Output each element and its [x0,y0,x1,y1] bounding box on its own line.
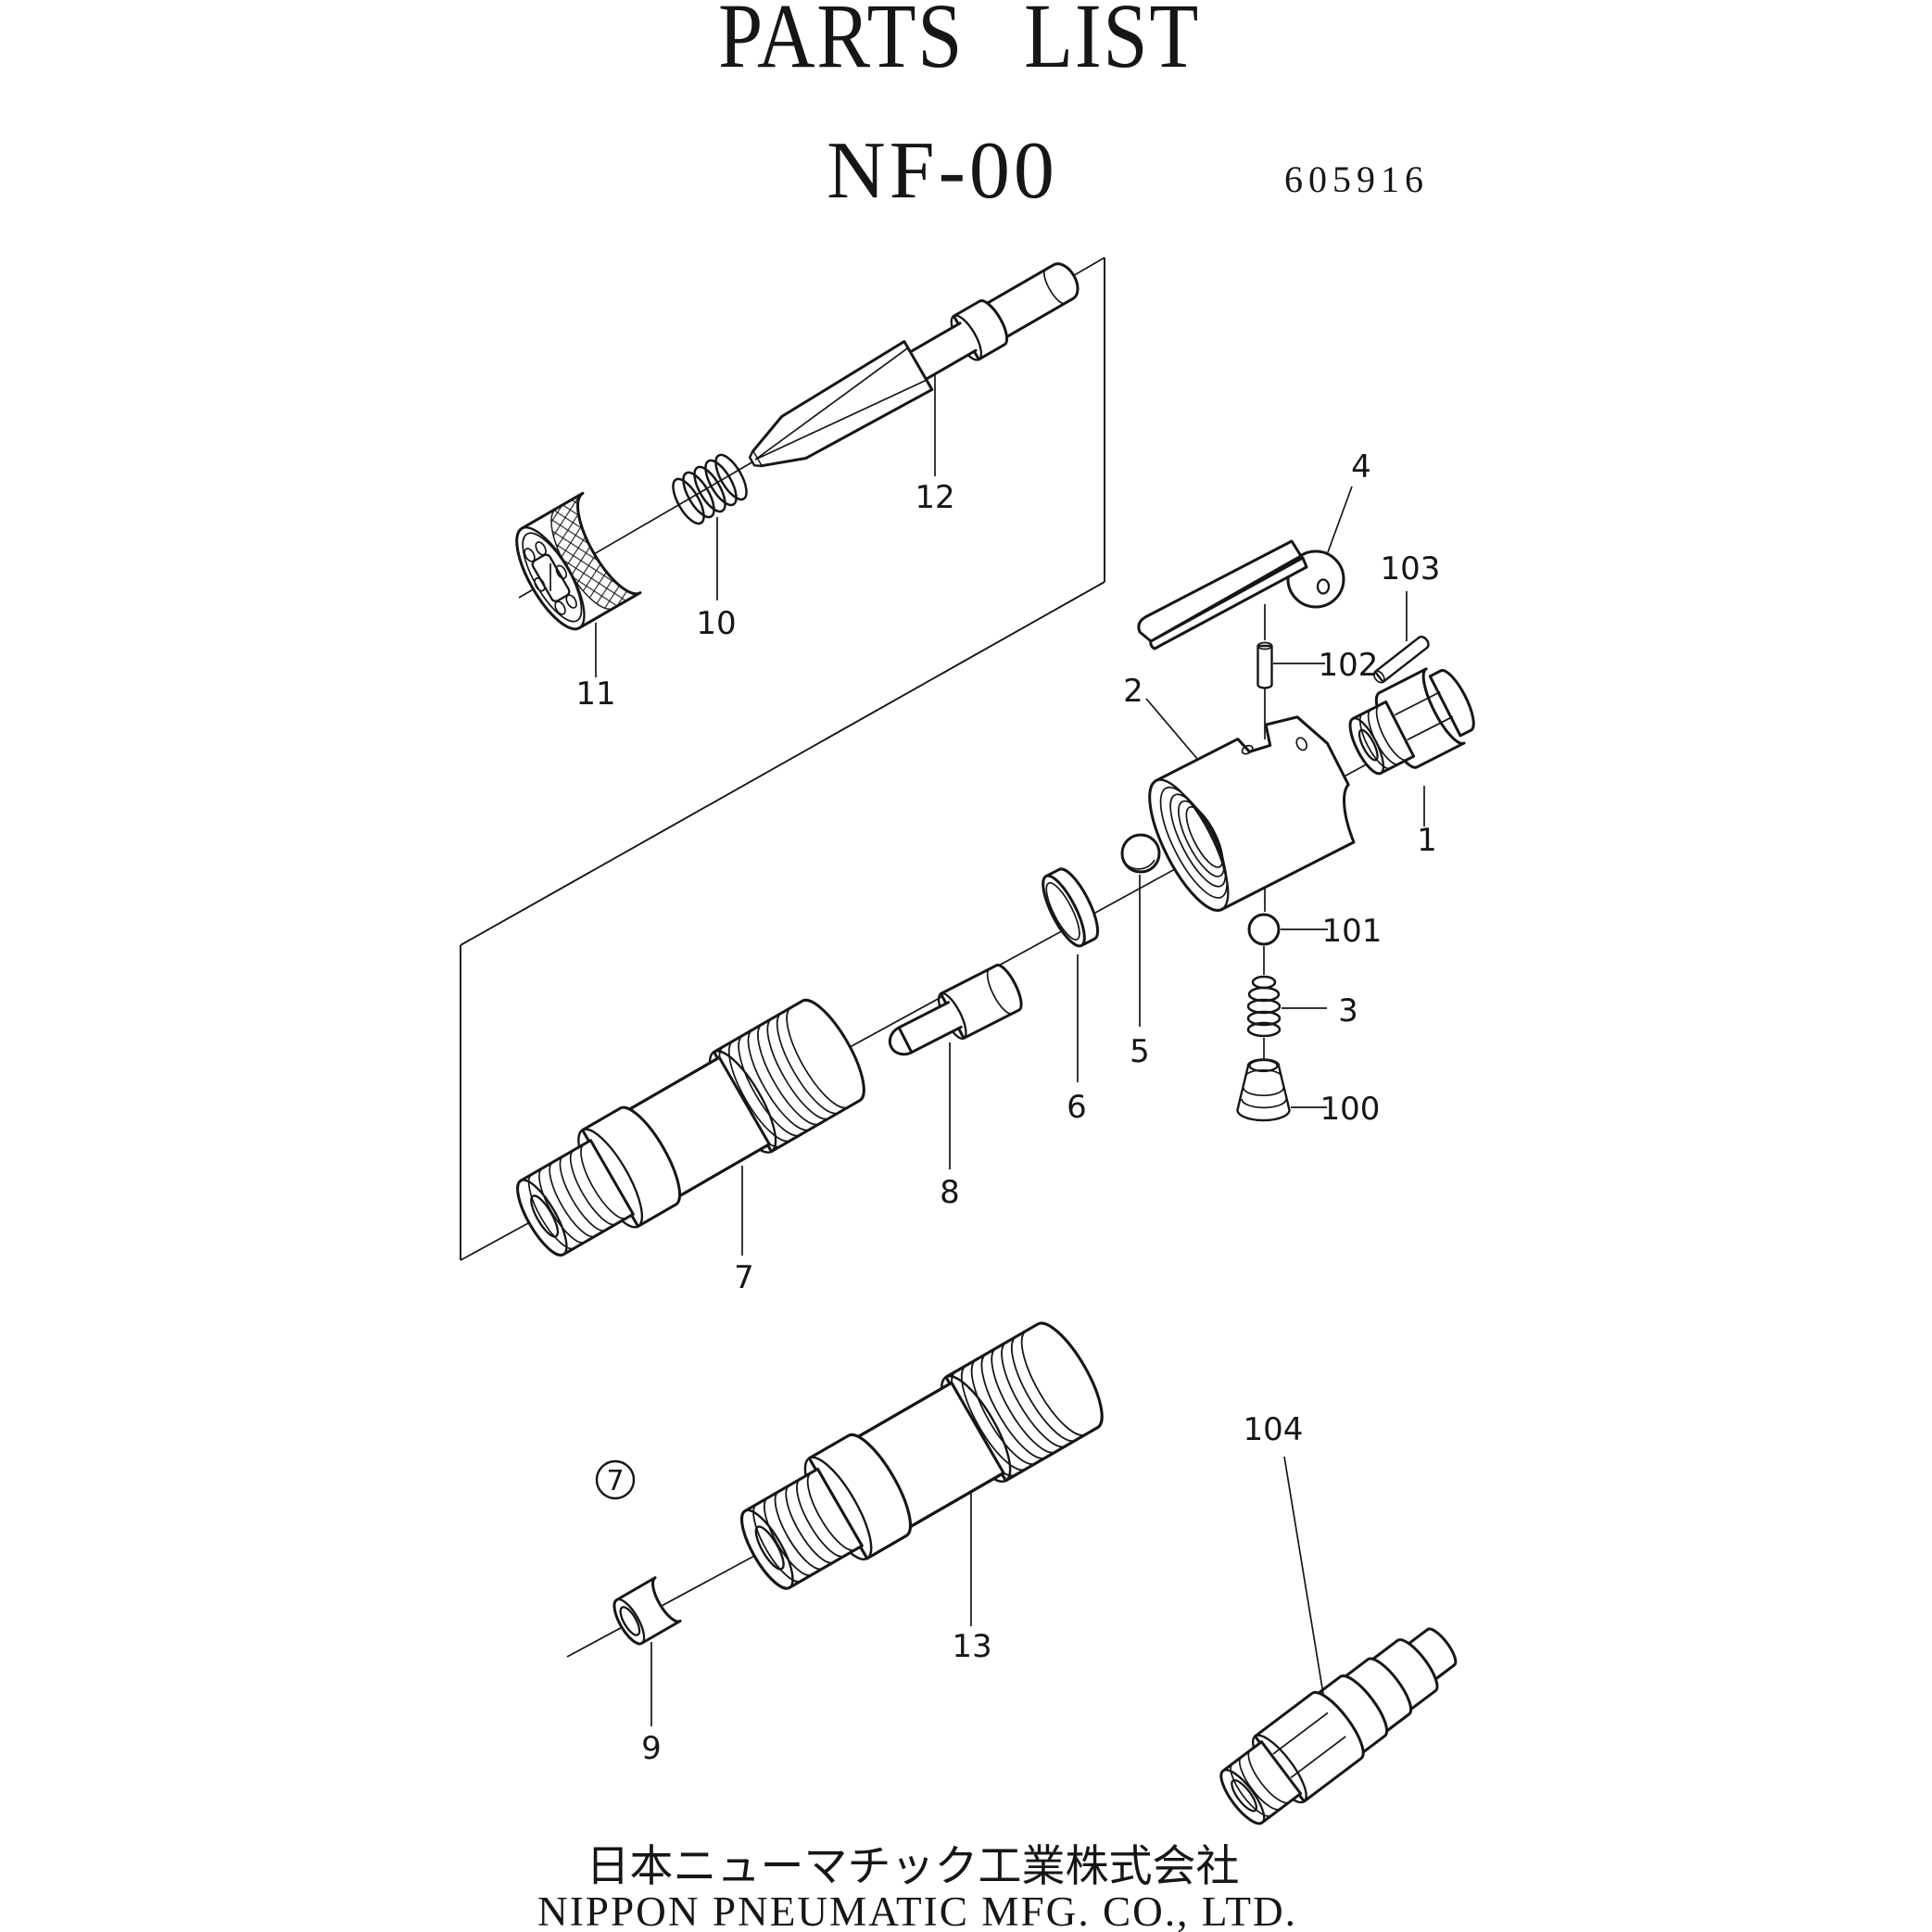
part-6-valve-disc [1042,867,1100,948]
part-label-9: 9 [641,1730,662,1767]
part-label-4: 4 [1351,448,1371,486]
part-3-valve-spring [1246,975,1282,1038]
sheet-number: 605916 [1284,158,1429,200]
part-label-1: 1 [1417,822,1437,859]
part-label-2: 2 [1123,673,1143,710]
part-101-ball [1247,913,1281,946]
part-5-valve-ball [1120,833,1161,874]
part-7-cylinder [499,990,878,1276]
part-label-102: 102 [1319,647,1379,684]
part-103-pin [1372,636,1430,684]
part-label-100: 100 [1320,1091,1381,1128]
leader-lines [595,374,1425,1726]
part-9-bushing [612,1576,682,1646]
circled-part-label-7: 7 [595,1459,636,1500]
part-label-8: 8 [940,1174,960,1211]
part-11-retainer-cap [515,491,642,631]
part-label-101: 101 [1322,913,1383,950]
part-1-inlet-bushing [1348,667,1475,776]
part-label-10: 10 [696,605,736,642]
part-8-piston [888,964,1023,1056]
part-104-hose-nipple [1219,1627,1458,1825]
part-label-11: 11 [575,676,615,713]
manufacturer-name-english: NIPPON PNEUMATIC MFG. CO., LTD. [537,1888,1297,1932]
part-label-7: 7 [734,1259,754,1296]
manufacturer-name-japanese: 日本ニューマチック工業株式会社 [587,1841,1240,1892]
page-title: PARTS LIST [718,0,1200,87]
part-10-spring [672,453,748,525]
reference-plane-lines [460,258,1105,1260]
part-label-5: 5 [1130,1033,1150,1070]
part-2-valve-housing [1148,715,1356,912]
part-13-cylinder-long [723,1312,1117,1610]
part-label-104: 104 [1244,1411,1304,1448]
part-label-12: 12 [915,479,954,516]
part-102-pin [1256,641,1273,689]
part-4-throttle-lever [1137,539,1345,650]
circled-part-label-7-text: 7 [606,1465,624,1497]
part-label-103: 103 [1381,550,1441,587]
part-labels: 1 2 3 4 5 6 7 8 9 10 11 12 13 100 101 10… [575,448,1440,1767]
part-label-3: 3 [1338,992,1358,1029]
part-100-strainer-plug [1236,1058,1291,1122]
part-label-13: 13 [952,1628,991,1665]
part-label-6: 6 [1067,1089,1087,1126]
part-12-chisel [748,262,1080,468]
model-number: NF-00 [827,126,1058,216]
